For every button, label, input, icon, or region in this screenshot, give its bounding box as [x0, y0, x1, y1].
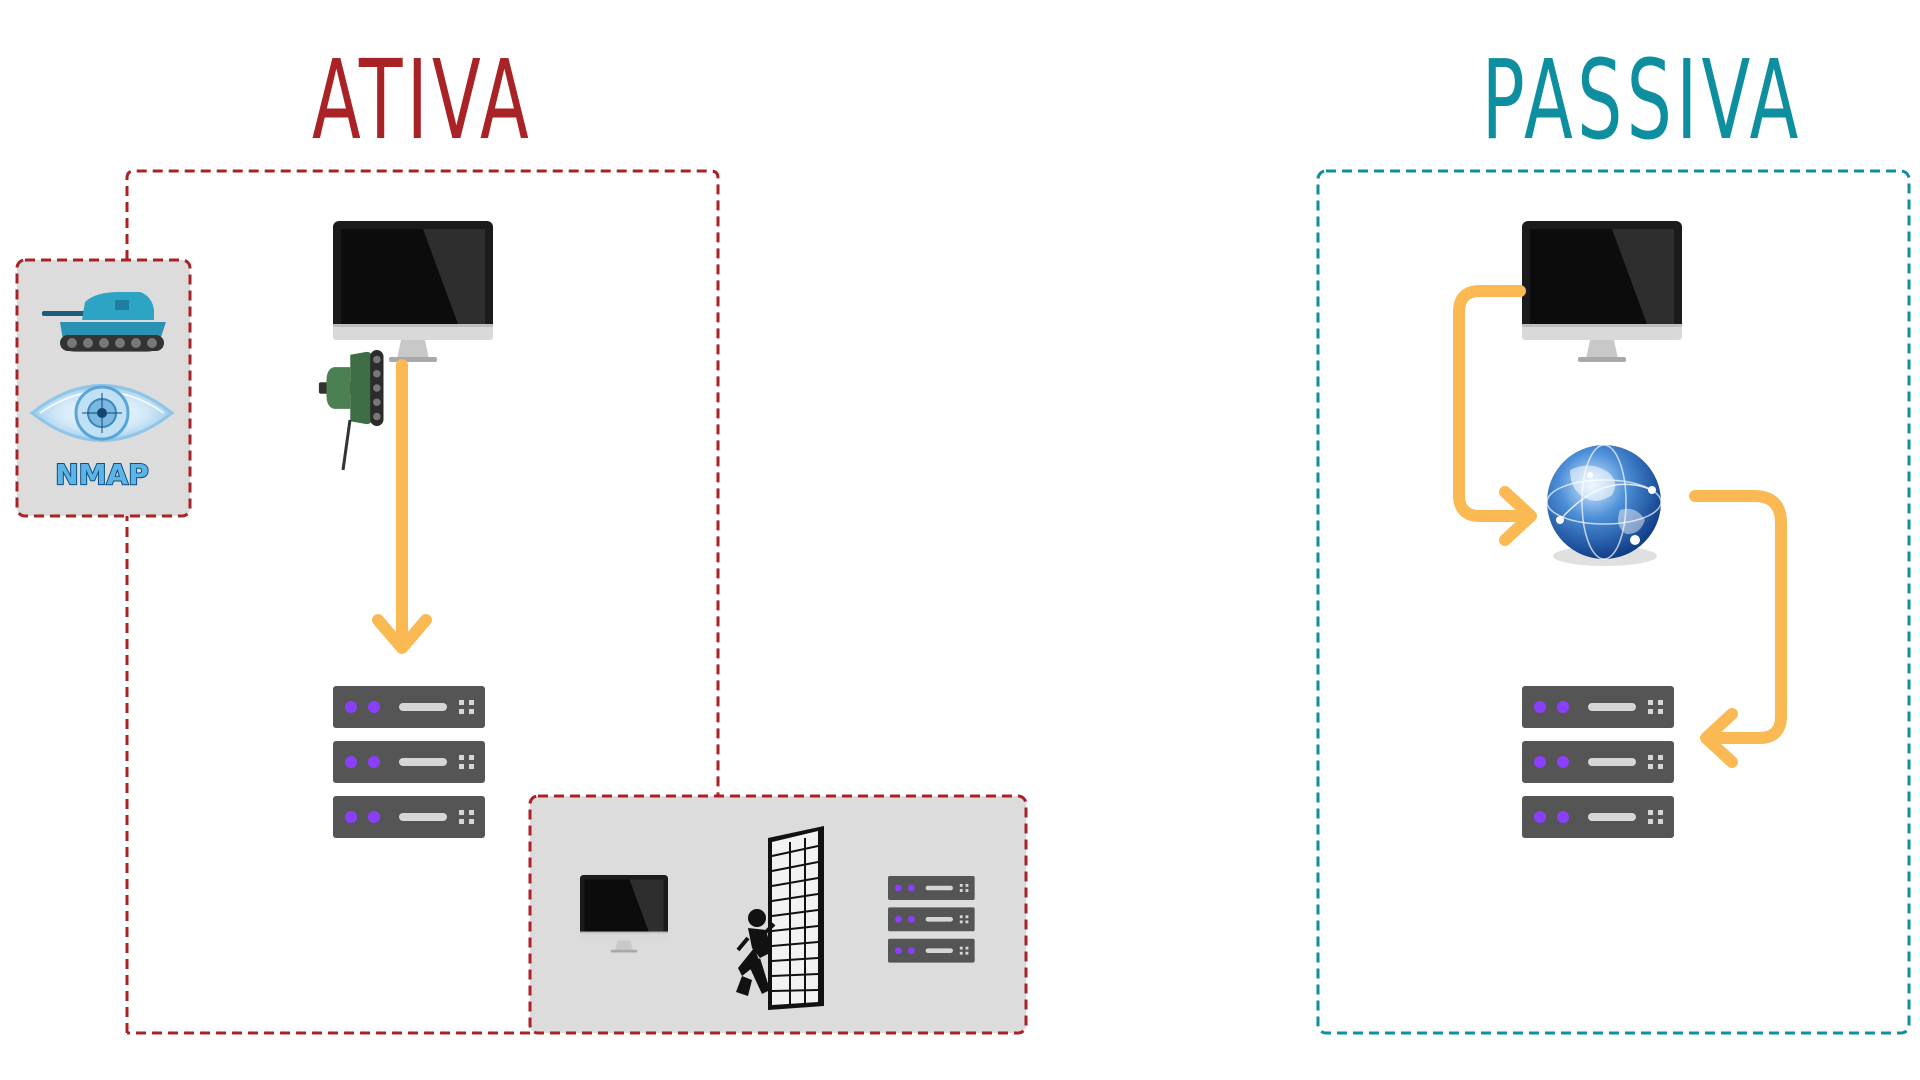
firewall-wall-icon — [736, 826, 824, 1010]
passive-arrow-to-server — [1689, 490, 1787, 768]
blocked-server-icon — [888, 876, 975, 963]
tank-icon — [42, 292, 166, 352]
blocked-box — [528, 794, 1028, 1035]
tools-box: NMAP — [15, 258, 192, 518]
nmap-logo-text: NMAP — [55, 458, 149, 491]
active-section-title: ATIVA — [312, 36, 534, 164]
passive-monitor-icon — [1522, 221, 1682, 362]
active-monitor-icon — [333, 221, 493, 362]
passive-arrow-to-internet — [1453, 285, 1537, 546]
tank-attack-icon — [318, 349, 384, 427]
active-server-icon — [333, 686, 485, 838]
passive-server-icon — [1522, 686, 1674, 838]
internet-globe-icon — [1546, 444, 1662, 566]
active-section-frame — [125, 169, 720, 1035]
nmap-eye-logo — [29, 384, 175, 442]
active-scan-arrow — [372, 359, 432, 654]
passive-section-title: PASSIVA — [1481, 36, 1803, 164]
tank-antenna — [341, 419, 352, 471]
passive-section-frame — [1316, 169, 1911, 1035]
